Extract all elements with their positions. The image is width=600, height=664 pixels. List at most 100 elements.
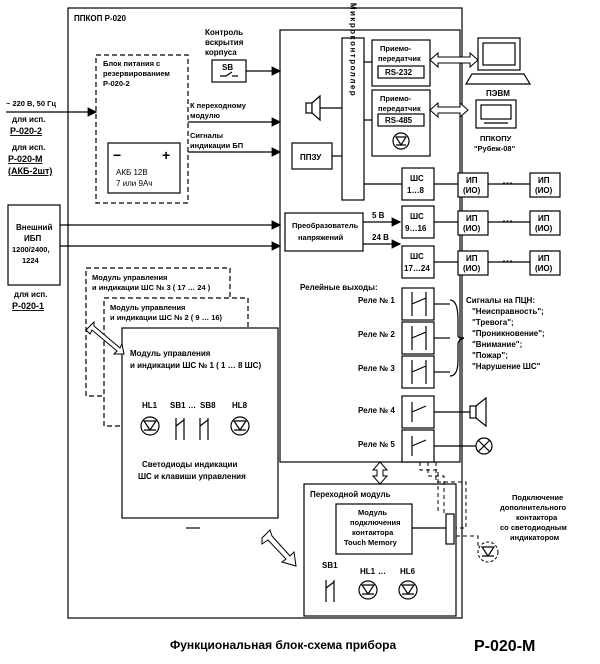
detector-label: ИП: [538, 254, 550, 263]
power-block-line: Блок питания с: [103, 59, 160, 68]
loop-label: ШС: [410, 252, 424, 261]
ppzu-label: ППЗУ: [300, 153, 322, 162]
module-3-line: Модуль управления: [92, 273, 167, 282]
transceiver-line: Приемо-: [380, 44, 412, 53]
module-1-line: Модуль управления: [130, 349, 211, 358]
psu-signals-line: индикации БП: [190, 141, 243, 150]
mains-variant: Р-020-М: [8, 154, 43, 164]
mains-variant: (АКБ-2шт): [8, 166, 52, 176]
module-3-line: и индикации ШС № 3 ( 17 … 24 ): [92, 283, 211, 292]
transition-led6-icon: [398, 580, 418, 600]
loop-1: ШС 1…8: [401, 167, 435, 201]
led-hl8-icon: [230, 416, 250, 436]
ups-line: 1200/2400,: [12, 245, 50, 254]
converter-line: Преобразователь: [292, 221, 359, 230]
ppzu: [291, 142, 333, 170]
detector-label: ИП: [538, 214, 550, 223]
ppkopu-icon: [475, 99, 517, 129]
loop-2: ШС 9…16: [401, 205, 435, 239]
mains-for: для исп.: [12, 143, 45, 152]
detector-label: ИП: [466, 214, 478, 223]
siren-icon: [469, 396, 487, 428]
case-control: Контроль вскрытия корпуса SB: [205, 28, 282, 83]
module-1-desc: Светодиоды индикации: [142, 460, 237, 469]
relay-label: Реле № 4: [358, 406, 395, 415]
psu-signals-line: Сигналы: [190, 131, 223, 140]
sb-label: SB: [222, 63, 233, 72]
ups-line: ИБП: [24, 234, 42, 243]
battery-minus: −: [113, 147, 121, 163]
key-sb8-icon: [199, 418, 209, 440]
pcn-line: "Нарушение ШС": [472, 362, 541, 371]
dots: …: [188, 401, 196, 410]
loop-range: 9…16: [405, 224, 427, 233]
detector-row-3: ИП (ИО) … ИП (ИО): [434, 250, 561, 276]
ups-line: Внешний: [16, 223, 52, 232]
module-link-arrow: [261, 529, 297, 567]
hl8-label: HL8: [232, 401, 248, 410]
dots: …: [502, 175, 513, 187]
battery-line: 7 или 9Ач: [116, 179, 152, 188]
transition-hl6: HL6: [400, 567, 416, 576]
module-1-desc: ШС и клавиши управления: [138, 472, 246, 481]
relay-label: Реле № 3: [358, 364, 395, 373]
dots: …: [502, 213, 513, 225]
speaker-icon: [305, 94, 321, 122]
additional-line: дополнительного: [500, 503, 567, 512]
pc-icon: [464, 37, 532, 85]
converter-24v: 24 В: [372, 233, 389, 242]
pcn-line: "Проникновение";: [472, 329, 545, 338]
loop-range: 17…24: [404, 264, 430, 273]
transceiver-line: передатчик: [378, 54, 421, 63]
mains-voltage: ~ 220 В, 50 Гц: [6, 99, 56, 108]
key-sb1-icon: [175, 418, 185, 440]
caption: Функциональная блок-схема прибора: [170, 638, 397, 652]
transceiver-line: Приемо-: [380, 94, 412, 103]
led-hl1-icon: [140, 416, 160, 436]
detector-label: ИП: [466, 254, 478, 263]
pc-label: ПЭВМ: [486, 89, 510, 98]
rs232-box: [377, 65, 425, 79]
loop-label: ШС: [410, 212, 424, 221]
ups-variant: Р-020-1: [12, 301, 44, 311]
case-control-line: Контроль: [205, 28, 243, 37]
relay-label: Реле № 5: [358, 440, 395, 449]
transition-sb1: SB1: [322, 561, 338, 570]
transition-led1-icon: [358, 580, 378, 600]
detector-label: (ИО): [463, 224, 481, 233]
detector-label: (ИО): [463, 264, 481, 273]
rs485-label: RS-485: [385, 116, 413, 125]
converter-line: напряжений: [298, 233, 344, 242]
pcn-line: "Внимание";: [472, 340, 522, 349]
ups-for: для исп.: [14, 290, 47, 299]
transceiver-line: передатчик: [378, 104, 421, 113]
detector-row-1: ИП (ИО) … ИП (ИО): [434, 172, 561, 198]
voltage-converter: [284, 212, 364, 252]
battery-line: АКБ 12В: [116, 168, 148, 177]
lamp-icon: [475, 437, 493, 455]
rs485-box: [377, 113, 425, 127]
ppkopu-label: "Рубеж-08": [474, 144, 516, 153]
detector-label: (ИО): [535, 264, 553, 273]
relay-outputs-label: Релейные выходы:: [300, 283, 378, 292]
connector: [445, 513, 455, 545]
transition-module-label: Переходной модуль: [310, 490, 391, 499]
additional-line: контактора: [516, 513, 558, 522]
detector-row-2: ИП (ИО) … ИП (ИО): [434, 210, 561, 236]
microcontroller: [341, 37, 365, 201]
module-1-line: и индикации ШС № 1 ( 1 … 8 ШС): [130, 361, 261, 370]
pcn-signals: Сигналы на ПЦН: "Неисправность"; "Тревог…: [466, 296, 545, 371]
link-arrow: [429, 101, 469, 119]
detector-label: ИП: [538, 176, 550, 185]
microcontroller-label: Микроконтроллер: [349, 3, 358, 97]
detector-label: (ИО): [535, 224, 553, 233]
power-block-line: Р-020-2: [103, 79, 130, 88]
dots: …: [378, 567, 386, 576]
case-control-line: вскрытия: [205, 38, 244, 47]
dots: …: [502, 253, 513, 265]
detector-label: (ИО): [535, 186, 553, 195]
device-name: ППКОП Р-020: [74, 14, 126, 23]
sb1-label: SB1: [170, 401, 186, 410]
touch-memory-line: контактора: [352, 528, 394, 537]
